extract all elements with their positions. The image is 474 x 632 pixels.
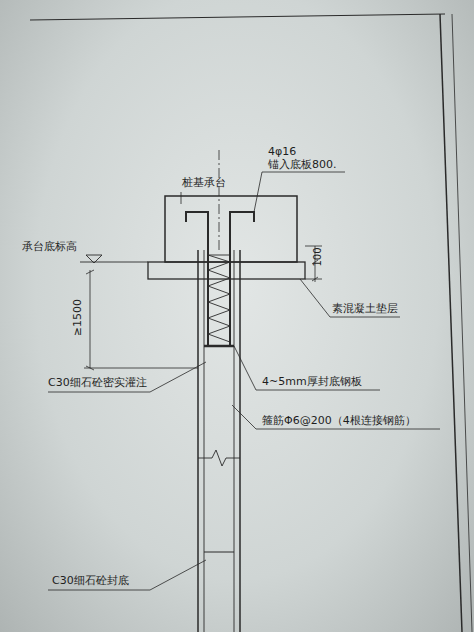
stirrup <box>208 255 230 256</box>
dimension: ≥1500 <box>71 299 84 336</box>
pile-inner-wall <box>234 250 235 632</box>
elevation-line <box>80 262 148 263</box>
pile-cap-label: 桩基承台 <box>182 176 226 189</box>
bottom-seal-line <box>204 552 234 553</box>
break-symbol <box>198 450 240 466</box>
leader-line <box>181 192 182 204</box>
extension-line <box>305 246 322 247</box>
leader-line <box>300 279 400 317</box>
leader-line <box>48 560 206 590</box>
pile-wall <box>197 250 199 632</box>
pile-inner-wall <box>204 250 205 632</box>
dimension-line <box>90 270 91 368</box>
stirrup-label: 箍筋Φ6@200（4根连接钢筋） <box>262 414 416 427</box>
dimension-tick <box>86 366 94 370</box>
stirrups <box>208 255 230 342</box>
leader-line <box>232 405 440 429</box>
sheet-border <box>452 14 472 632</box>
dimension-tick <box>86 270 94 274</box>
plate-label: 4~5mm厚封底钢板 <box>262 375 362 388</box>
rebar-spec: 4φ16 <box>268 145 296 158</box>
elevation-label: 承台底标高 <box>22 240 77 253</box>
dimension-tick <box>312 277 318 281</box>
dimension: 100 <box>312 247 324 266</box>
infill-label: C30细石砼密实灌注 <box>48 376 147 389</box>
cushion-label: 素混凝土垫层 <box>332 302 398 315</box>
elevation-symbol <box>86 255 102 263</box>
centre-line <box>219 150 220 250</box>
extension-line <box>305 279 322 280</box>
leader-line <box>48 362 206 392</box>
sheet-border <box>30 14 445 20</box>
seal-label: C30细石砼封底 <box>52 574 129 587</box>
sheet-border <box>440 14 462 632</box>
rebar <box>186 212 208 345</box>
rebar <box>230 212 254 345</box>
pile-wall <box>239 250 241 632</box>
leader-line <box>234 346 380 390</box>
leader-line <box>254 172 345 212</box>
anchor-note: 锚入底板800. <box>268 158 337 171</box>
extension-line <box>84 368 198 369</box>
sealing-plate <box>204 345 234 348</box>
